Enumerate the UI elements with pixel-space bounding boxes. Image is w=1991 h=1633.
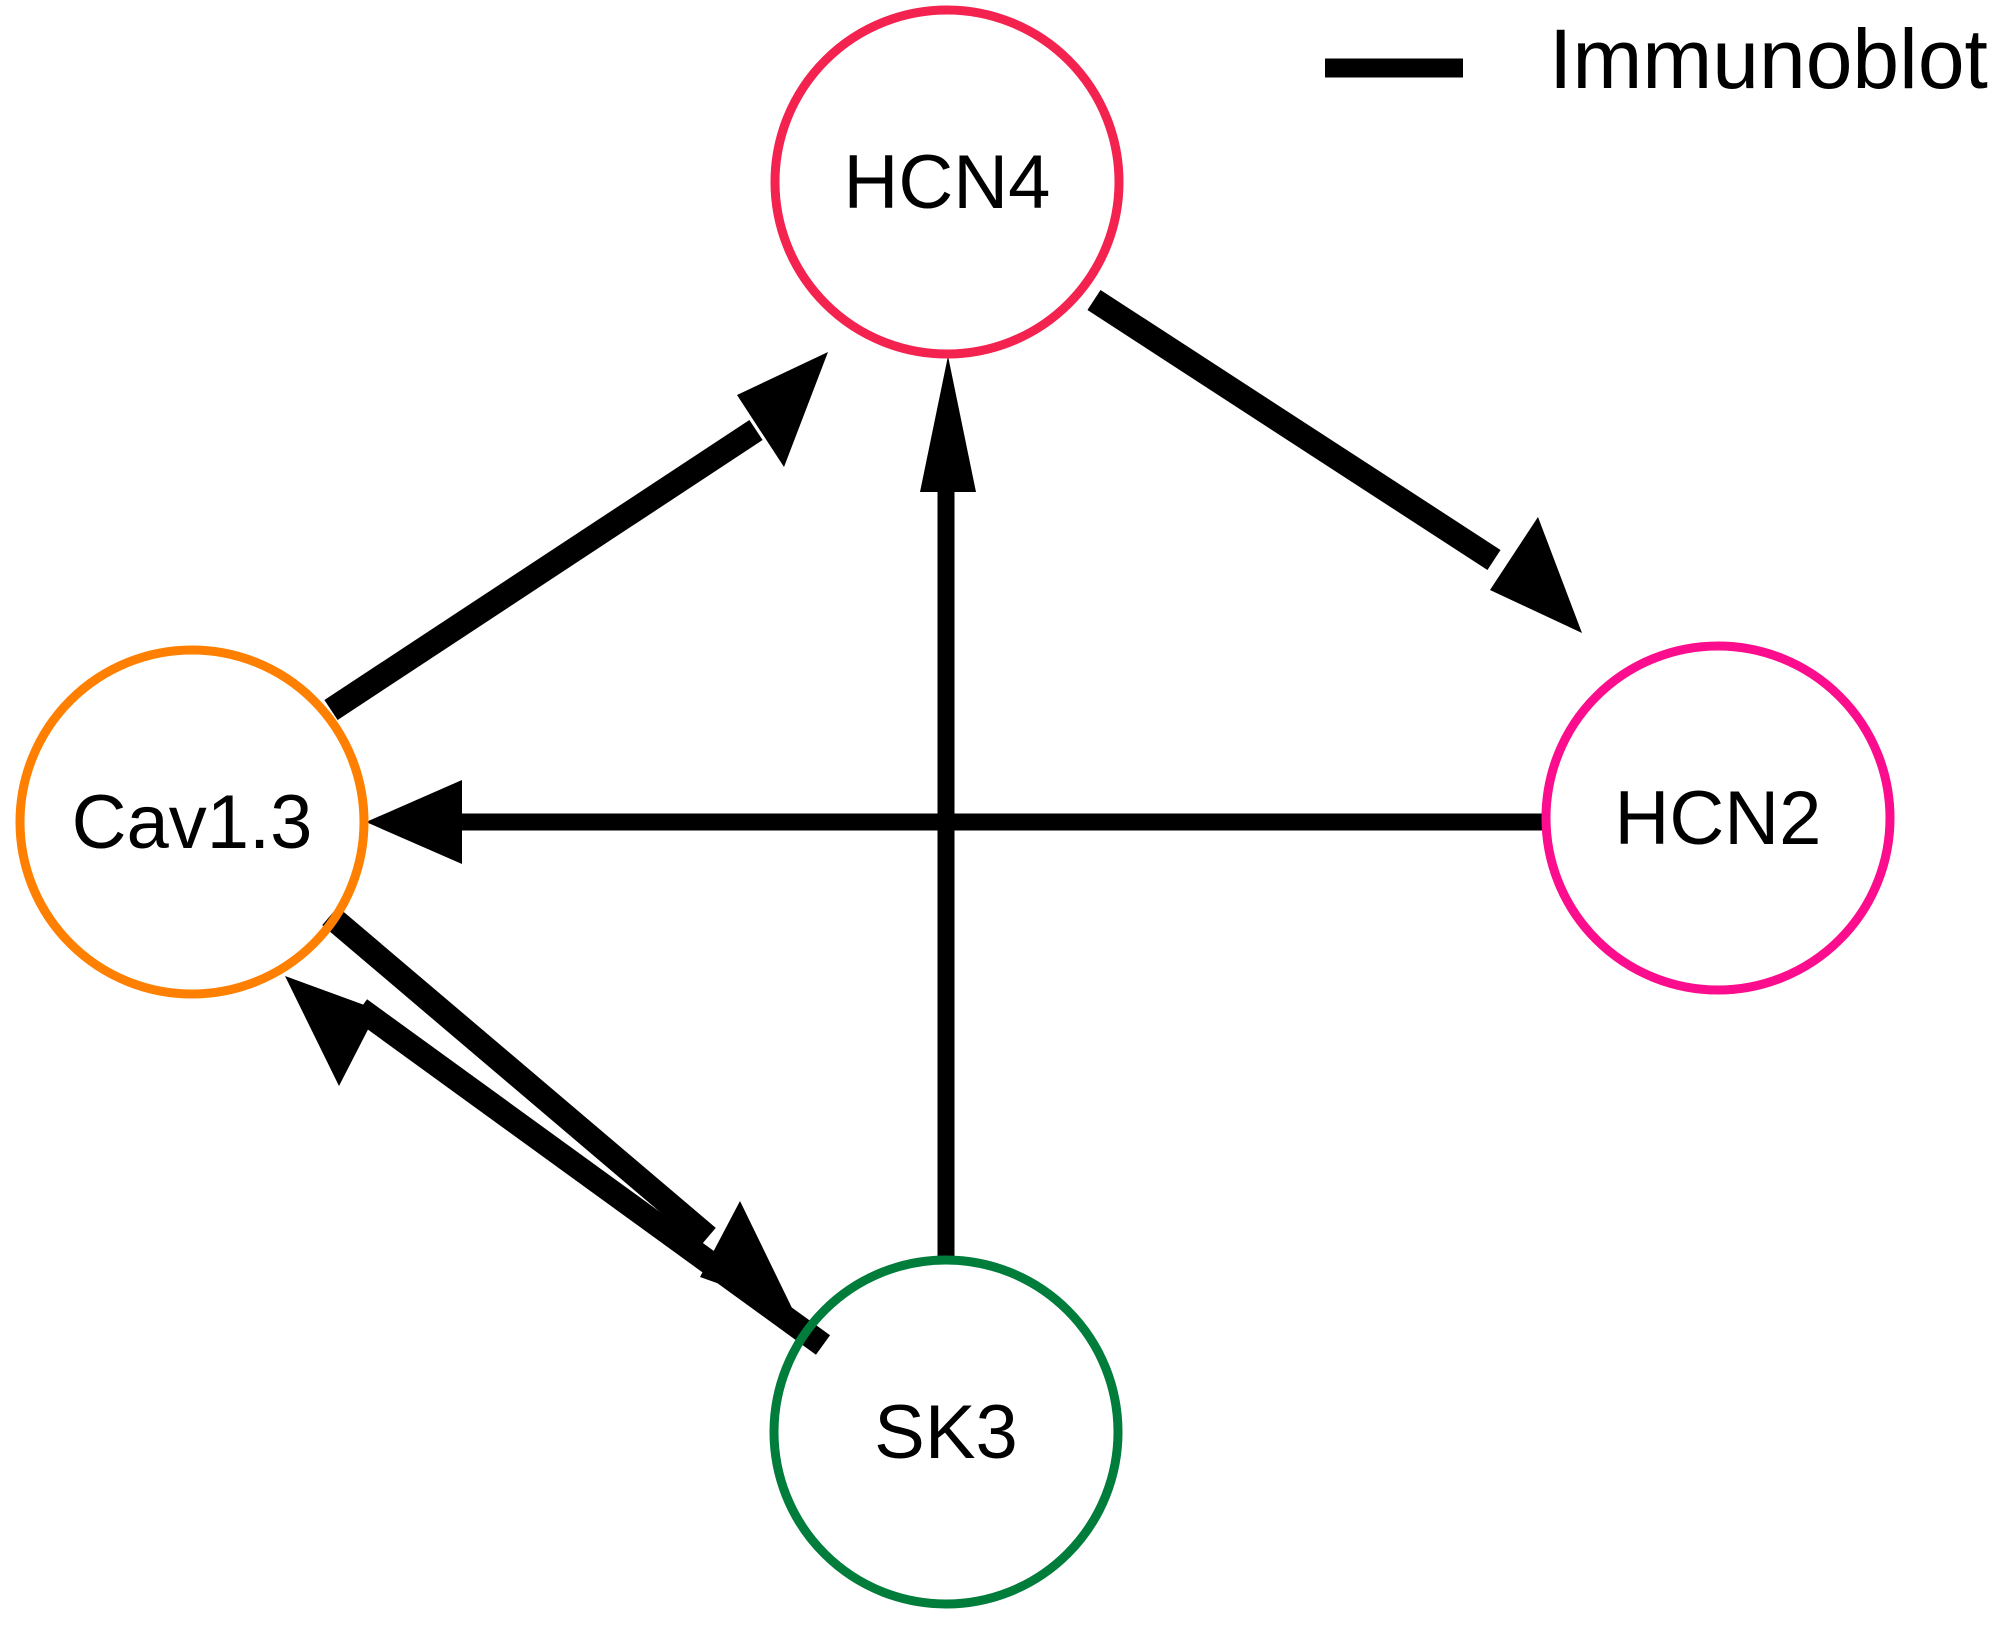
node-circle-hcn4 [770, 5, 1124, 359]
node-label-cav13: Cav1.3 [72, 780, 313, 865]
edge-hcn2-to-cav13[interactable] [366, 780, 1546, 864]
arrowhead-icon [366, 780, 462, 864]
node-circle-sk3 [769, 1255, 1123, 1609]
edge-cav13-to-hcn4[interactable] [324, 352, 828, 721]
node-sk3[interactable]: SK3 [769, 1255, 1123, 1609]
node-circle-hcn2 [1541, 641, 1895, 995]
arrowhead-icon [1490, 517, 1582, 633]
legend: Immunoblot [1325, 12, 1988, 106]
arrowhead-icon [737, 352, 828, 467]
node-label-sk3: SK3 [874, 1390, 1018, 1475]
edge-hcn4-to-hcn2[interactable] [1087, 289, 1582, 633]
edge-shaft [352, 999, 831, 1355]
legend-item-immunoblot[interactable]: Immunoblot [1325, 12, 1988, 106]
edge-shaft [322, 906, 716, 1247]
edge-sk3-to-hcn4[interactable] [920, 356, 976, 1260]
arrowhead-icon [920, 356, 976, 492]
legend-label-immunoblot: Immunoblot [1549, 12, 1988, 106]
edge-shaft [324, 419, 763, 721]
edge-sk3-to-cav13[interactable] [285, 976, 831, 1355]
node-circle-cav13 [15, 645, 369, 999]
node-cav13[interactable]: Cav1.3 [15, 645, 369, 999]
node-label-hcn2: HCN2 [1615, 776, 1822, 861]
node-hcn2[interactable]: HCN2 [1541, 641, 1895, 995]
arrowhead-icon [285, 976, 378, 1086]
edge-shaft [1087, 289, 1501, 571]
node-hcn4[interactable]: HCN4 [770, 5, 1124, 359]
edge-cav13-to-sk3[interactable] [322, 906, 793, 1310]
node-label-hcn4: HCN4 [844, 140, 1051, 225]
